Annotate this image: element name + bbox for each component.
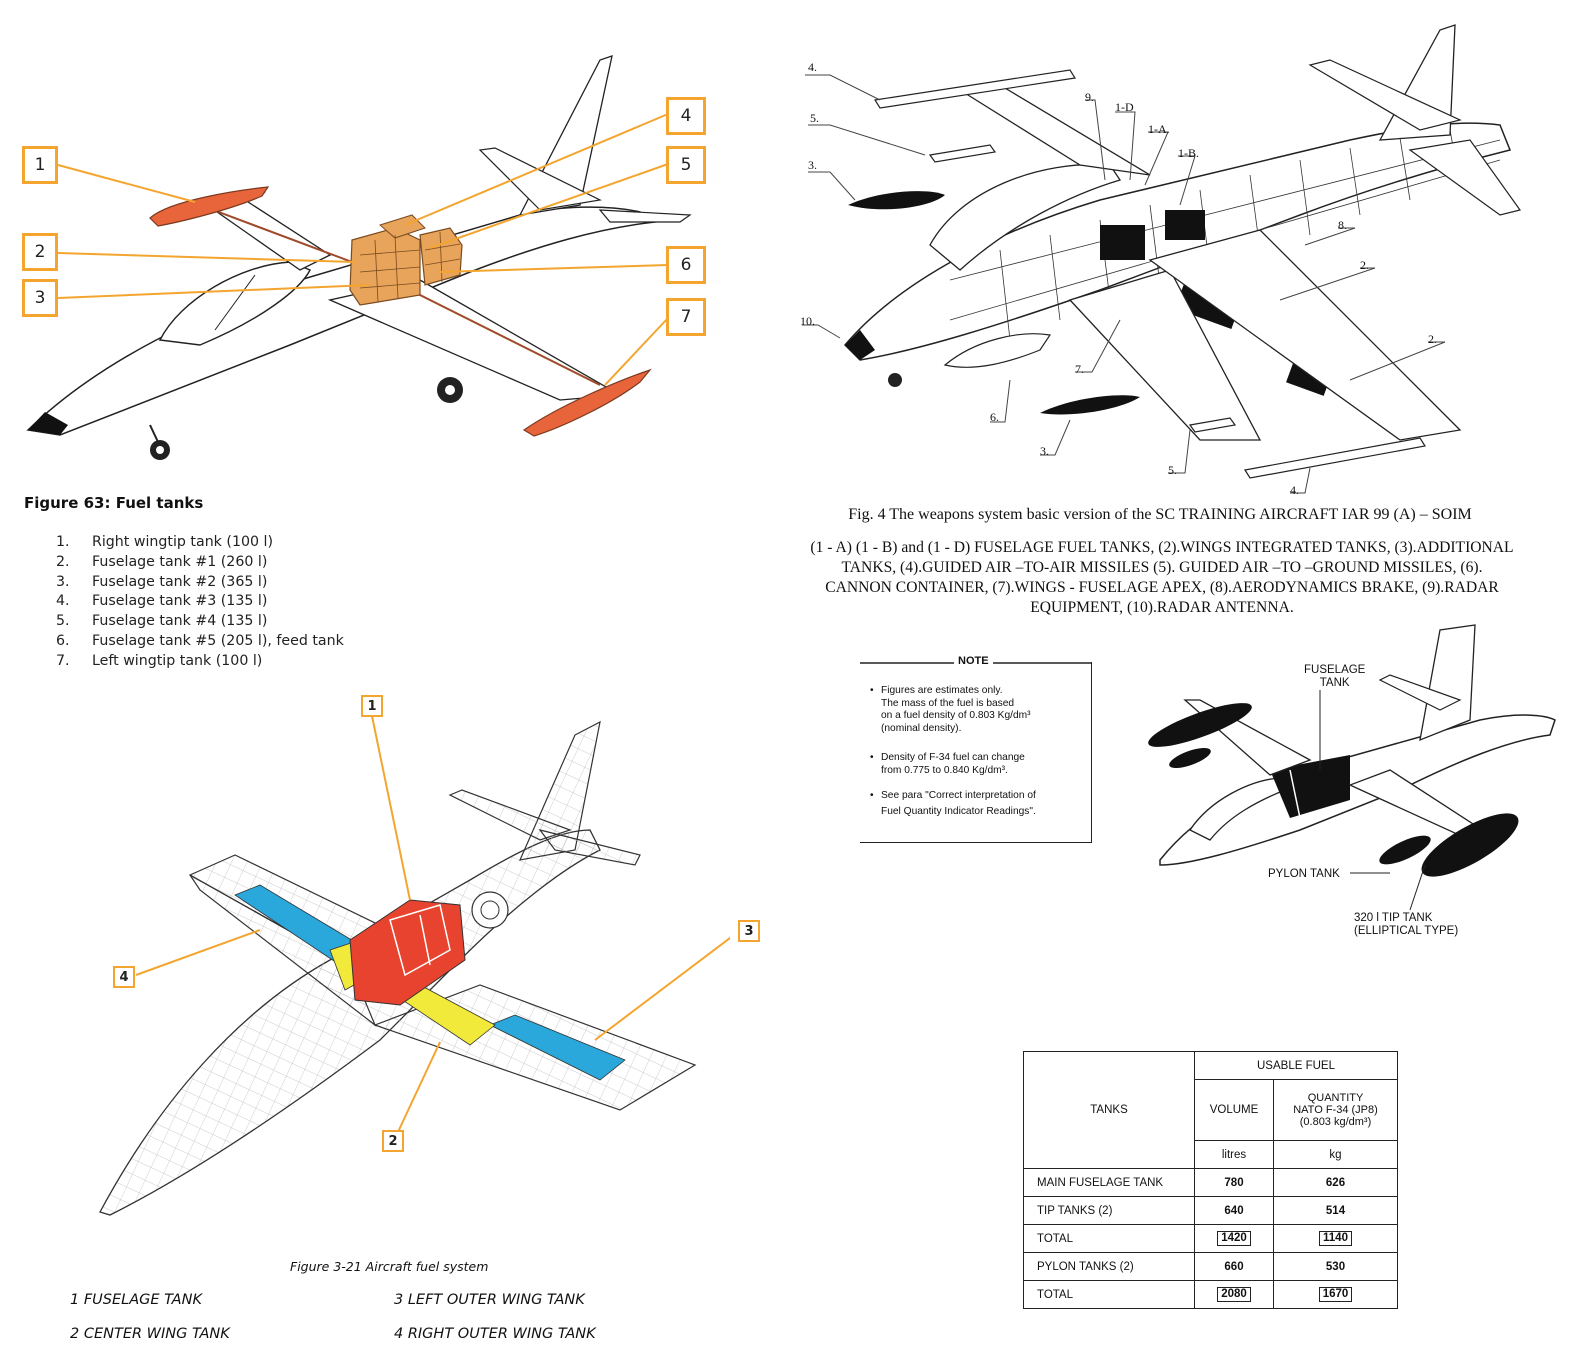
list-item: 2.Fuselage tank #1 (260 l) (56, 553, 268, 570)
fig4-label: 4. (1290, 483, 1299, 497)
table-unit-litres: litres (1194, 1140, 1274, 1169)
fig4-legend: (1 - A) (1 - B) and (1 - D) FUSELAGE FUE… (756, 538, 1568, 618)
fig4-label: 2. (1360, 258, 1369, 272)
fig321-callout-2: 2 (382, 1130, 404, 1152)
fig63-callout-4: 4 (666, 97, 706, 135)
fig4-label: 1-D (1115, 100, 1134, 114)
fig63-callout-5: 5 (666, 146, 706, 184)
fig63-callout-6: 6 (666, 246, 706, 284)
fig63-list: 1.Right wingtip tank (100 l) 2.Fuselage … (56, 534, 344, 673)
list-item: 4.Fuselage tank #3 (135 l) (56, 593, 268, 610)
fig63-callout-1: 1 (22, 146, 58, 184)
fig4-caption: Fig. 4 The weapons system basic version … (848, 506, 1472, 523)
fig321-legend-item: 1 FUSELAGE TANK (70, 1292, 202, 1308)
table-row: TIP TANKS (2) 640 514 (1023, 1196, 1398, 1225)
fig4-label: 1-A. (1148, 122, 1170, 136)
fig4-label: 6. (990, 410, 999, 424)
fig321-legend-item: 4 RIGHT OUTER WING TANK (394, 1326, 596, 1342)
tip-tank-label: 320 l TIP TANK(ELLIPTICAL TYPE) (1354, 912, 1459, 937)
fig321-caption: Figure 3-21 Aircraft fuel system (290, 1259, 489, 1274)
fig63-callout-7: 7 (666, 298, 706, 336)
table-row: TOTAL 1420 1140 (1023, 1224, 1398, 1253)
fig4-label: 4. (808, 60, 817, 74)
fig4-label: 3. (1040, 444, 1049, 458)
fig4-legend-line: EQUIPMENT, (10).RADAR ANTENNA. (1030, 599, 1294, 616)
fig321-legend-item: 2 CENTER WING TANK (70, 1326, 230, 1342)
table-header-usable-fuel: USABLE FUEL (1194, 1051, 1398, 1080)
table-row: PYLON TANKS (2) 660 530 (1023, 1252, 1398, 1281)
fig4-label: 9. (1085, 90, 1094, 104)
fig4-label: 5. (1168, 463, 1177, 477)
fig4-label: 8. (1338, 218, 1347, 232)
fig4-legend-line: (1 - A) (1 - B) and (1 - D) FUSELAGE FUE… (810, 539, 1514, 556)
fig63-callout-3: 3 (22, 279, 58, 317)
table-unit-kg: kg (1273, 1140, 1398, 1169)
fig4-label: 3. (808, 158, 817, 172)
list-item: 6.Fuselage tank #5 (205 l), feed tank (56, 632, 344, 649)
fig4-legend-line: TANKS, (4).GUIDED AIR –TO-AIR MISSILES (… (841, 559, 1483, 576)
fig4-weapons-cutaway-illustration (802, 24, 1522, 494)
fig321-callout-4: 4 (113, 966, 135, 988)
list-item: 7.Left wingtip tank (100 l) (56, 652, 263, 669)
fig63-aircraft-illustration (26, 55, 692, 460)
pylon-tank-label: PYLON TANK (1268, 868, 1340, 880)
tank-aircraft-illustration (1148, 624, 1556, 911)
list-item: 3.Fuselage tank #2 (365 l) (56, 573, 268, 590)
list-item: 1.Right wingtip tank (100 l) (56, 534, 274, 550)
table-row: MAIN FUSELAGE TANK 780 626 (1023, 1168, 1398, 1197)
fig321-callout-3: 3 (738, 920, 760, 942)
fig4-label: 1-B. (1178, 146, 1199, 160)
table-header-volume: VOLUME (1194, 1079, 1274, 1141)
fig321-callout-1: 1 (361, 695, 383, 717)
note-title: NOTE (954, 655, 993, 667)
table-header-tanks: TANKS (1023, 1051, 1195, 1169)
fig4-legend-line: CANNON CONTAINER, (7).WINGS - FUSELAGE A… (825, 579, 1499, 596)
note-box (860, 662, 1092, 843)
fig4-label: 5. (810, 111, 819, 125)
fig63-title: Figure 63: Fuel tanks (24, 494, 204, 512)
note-item: • Figures are estimates only.The mass of… (870, 685, 1031, 734)
table-row: TOTAL 2080 1670 (1023, 1280, 1398, 1309)
list-item: 5.Fuselage tank #4 (135 l) (56, 613, 268, 630)
fig321-legend-item: 3 LEFT OUTER WING TANK (394, 1292, 585, 1308)
fig4-label: 7. (1075, 362, 1084, 376)
fig321-aircraft-illustration (99, 715, 730, 1216)
fig4-label: 10. (800, 314, 815, 328)
fig4-label: 2. (1428, 332, 1437, 346)
fig63-callout-2: 2 (22, 233, 58, 271)
